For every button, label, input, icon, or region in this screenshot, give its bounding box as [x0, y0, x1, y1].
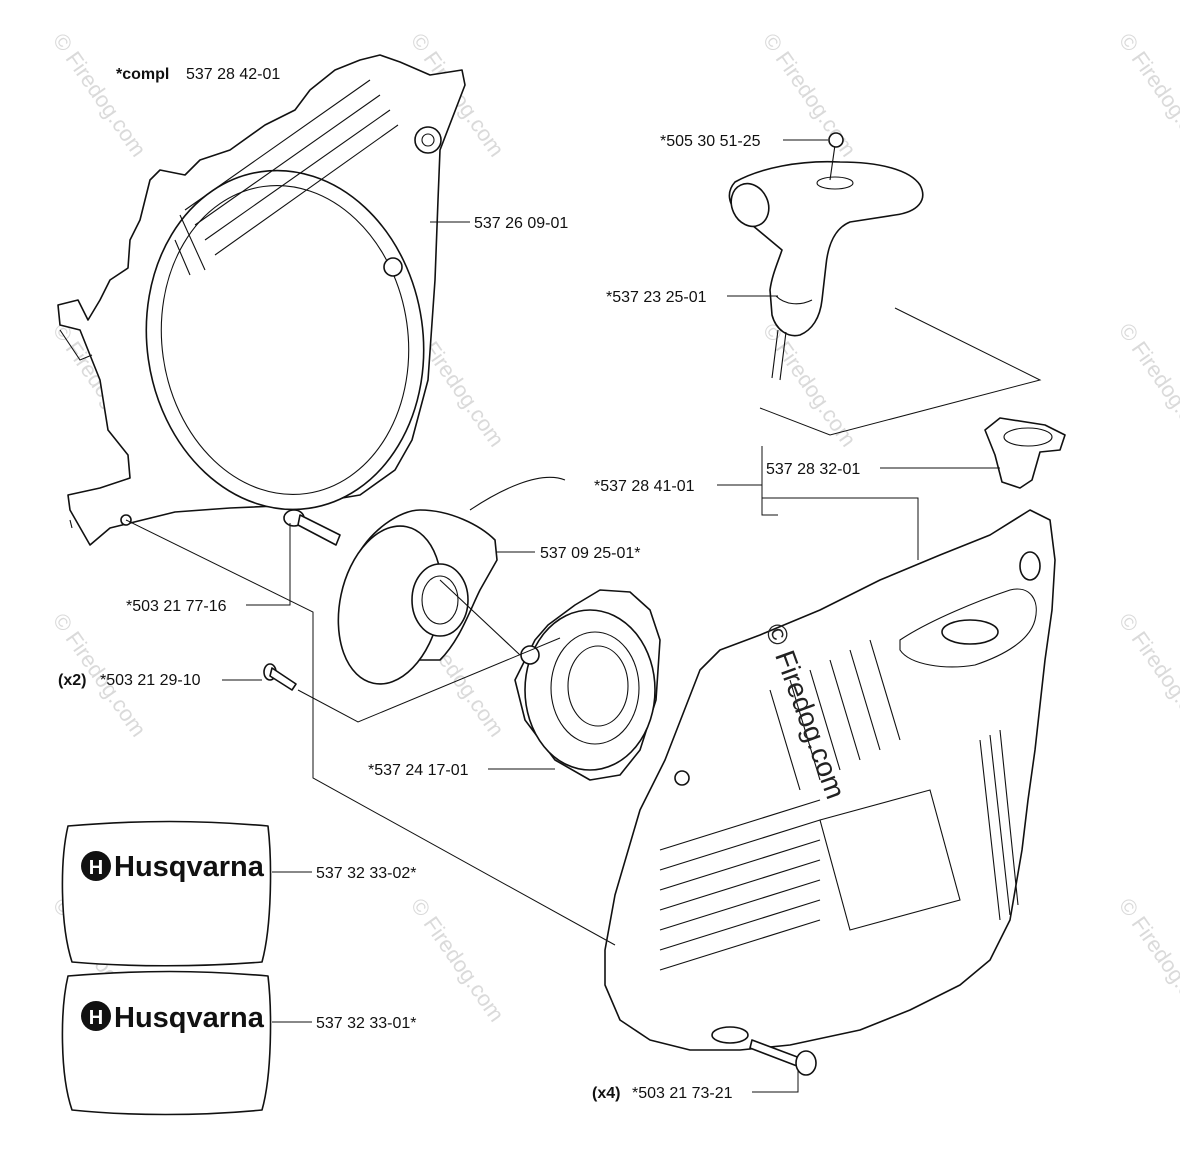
label-x4-screw: *503 21 73-21: [632, 1085, 733, 1102]
decal-upper: H Husqvarna: [61, 820, 272, 967]
label-compl-prefix: *compl: [116, 66, 169, 83]
recoil-spring: [514, 589, 661, 781]
watermark: © Firedog.com: [48, 29, 151, 162]
svg-text:H: H: [89, 1007, 103, 1029]
label-center-screw: *503 21 77-16: [126, 598, 227, 615]
starter-housing: [604, 509, 1056, 1051]
label-spring: *537 24 17-01: [368, 762, 469, 779]
label-decal-upper: 537 32 33-02*: [316, 865, 417, 882]
watermark: © Firedog.com: [1114, 319, 1180, 452]
label-handle: *537 23 25-01: [606, 289, 707, 306]
decal-upper-brand: Husqvarna: [114, 851, 265, 883]
label-fan-housing: 537 26 09-01: [474, 215, 568, 232]
watermark: © Firedog.com: [1114, 29, 1180, 162]
label-x2-screw: *503 21 29-10: [100, 672, 201, 689]
starter-handle: [728, 132, 924, 381]
watermark: © Firedog.com: [1114, 894, 1180, 1027]
callouts: *compl 537 28 42-01 537 26 09-01 *505 30…: [58, 66, 860, 1102]
label-rope-guide: 537 28 32-01: [766, 461, 860, 478]
housing-screw: [749, 1039, 817, 1076]
label-compl-number: 537 28 42-01: [186, 66, 280, 83]
label-x2-qty: (x2): [58, 672, 86, 689]
leader-lines: [125, 139, 1042, 1093]
rope-pulley: [337, 476, 566, 685]
husqvarna-crown-logo-icon: H: [81, 1001, 111, 1031]
svg-text:H: H: [89, 857, 103, 879]
label-rope-pin: *505 30 51-25: [660, 133, 761, 150]
label-starter-assembly: *537 28 41-01: [594, 478, 695, 495]
rope-guide: [984, 417, 1066, 489]
fan-housing: [57, 54, 466, 546]
small-screw: [263, 663, 297, 691]
label-x4-qty: (x4): [592, 1085, 620, 1102]
decal-lower: H Husqvarna: [61, 970, 272, 1116]
watermark: © Firedog.com: [758, 29, 861, 162]
watermark: © Firedog.com: [758, 319, 861, 452]
husqvarna-crown-logo-icon: H: [81, 851, 111, 881]
center-screw: [283, 509, 341, 546]
decal-lower-brand: Husqvarna: [114, 1002, 265, 1034]
label-decal-lower: 537 32 33-01*: [316, 1015, 417, 1032]
watermark: © Firedog.com: [1114, 609, 1180, 742]
label-pulley: 537 09 25-01*: [540, 545, 641, 562]
watermark: © Firedog.com: [406, 894, 509, 1027]
